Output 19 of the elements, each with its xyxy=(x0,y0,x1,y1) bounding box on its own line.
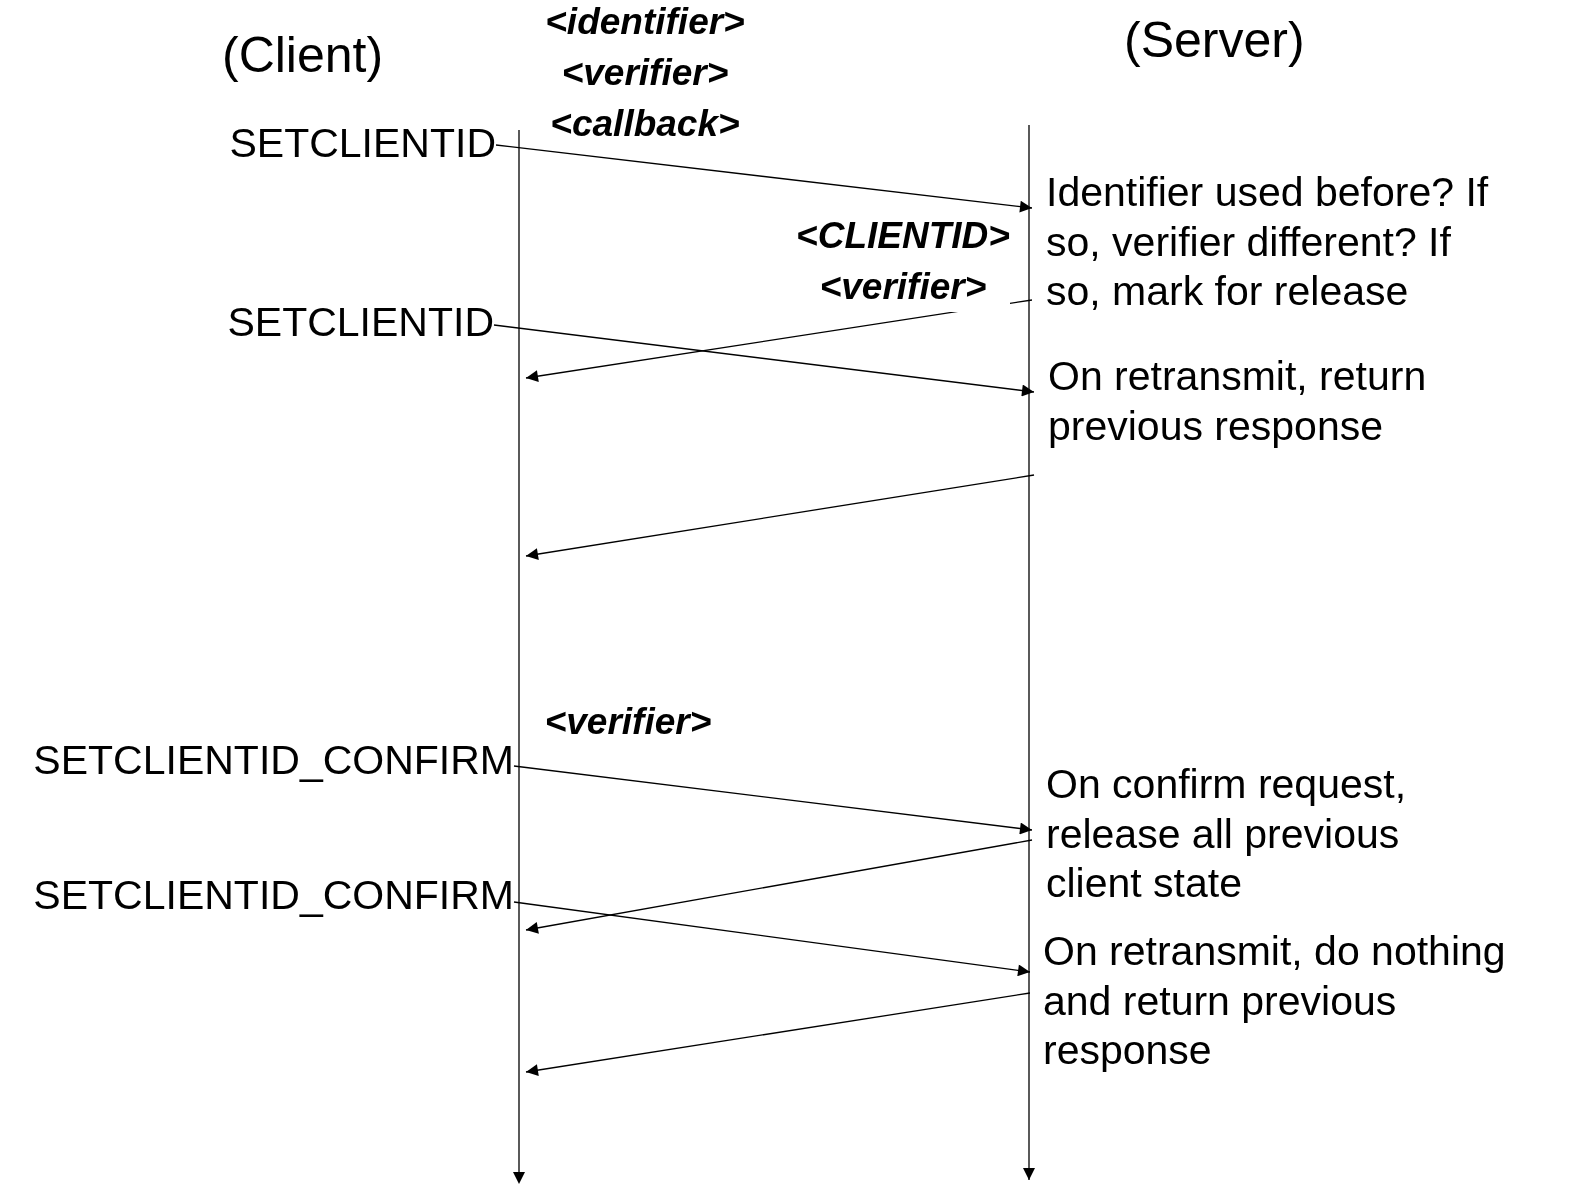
server-note: On retransmit, return previous response xyxy=(1034,352,1504,451)
message-name: SETCLIENTID_CONFIRM xyxy=(4,739,514,781)
arrow xyxy=(525,474,1035,561)
lifeline-title: (Server) xyxy=(1124,12,1305,68)
arrow xyxy=(525,839,1033,934)
lifeline-direction-arrow xyxy=(512,130,526,1184)
message-name: SETCLIENTID xyxy=(150,122,496,164)
server-note: On confirm request, release all previous client state xyxy=(1032,760,1472,909)
server-note: Identifier used before? If so, verifier different? If so, mark for release xyxy=(1032,168,1512,317)
arrow xyxy=(525,299,1033,383)
server-note: On retransmit, do nothing and return previous response xyxy=(1030,927,1560,1076)
arrow xyxy=(495,144,1033,213)
message-name: SETCLIENTID_CONFIRM xyxy=(4,874,514,916)
arrow xyxy=(513,765,1033,835)
lifeline-title: (Client) xyxy=(222,27,384,83)
arrow xyxy=(525,992,1031,1077)
arrow xyxy=(513,901,1031,977)
message-name: SETCLIENTID xyxy=(150,301,494,343)
arrow xyxy=(493,324,1035,397)
